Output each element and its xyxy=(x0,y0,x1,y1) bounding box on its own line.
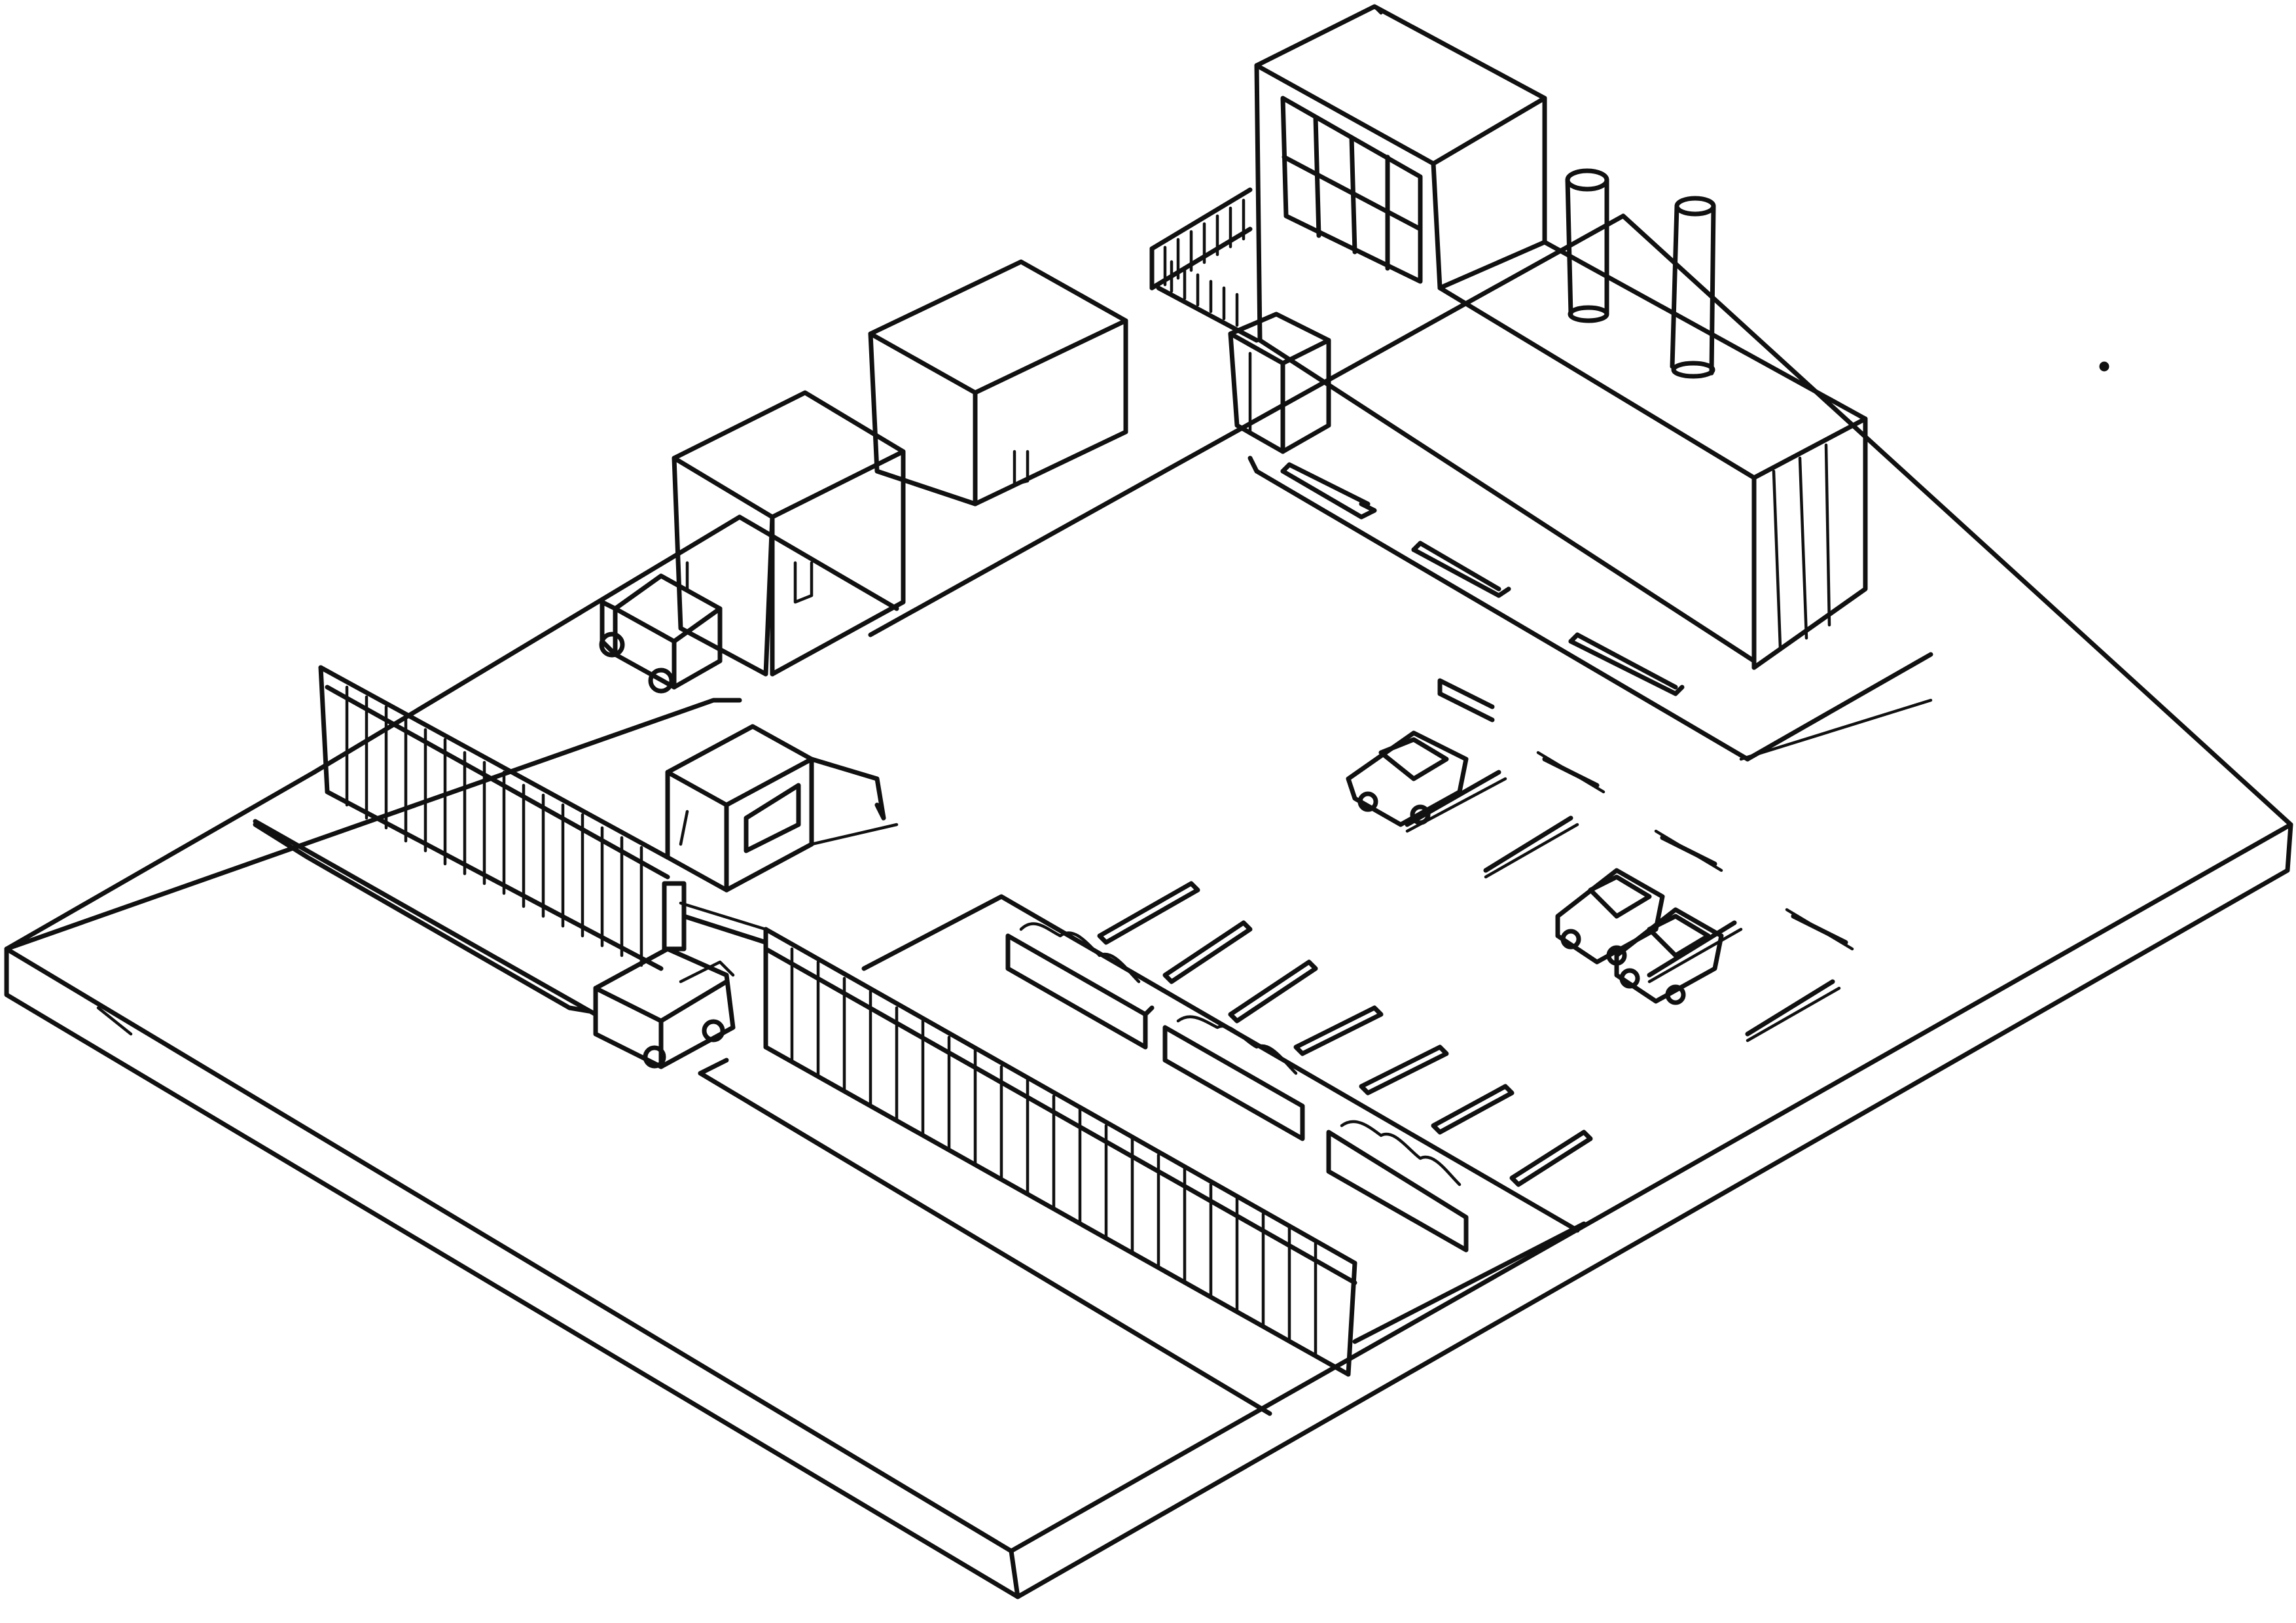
fence-front xyxy=(763,927,1357,1377)
fence-back xyxy=(1149,187,1259,343)
car-parked-1 xyxy=(1346,730,1469,827)
planter-2 xyxy=(1162,1015,1305,1141)
access-road xyxy=(4,770,1587,1416)
planter-3 xyxy=(1326,1120,1469,1253)
car-parked-3 xyxy=(1614,907,1724,1005)
van-yard xyxy=(599,573,723,694)
storage-building-left xyxy=(672,390,906,677)
van-at-gate xyxy=(593,946,736,1069)
parking-stalls-center xyxy=(1097,881,1593,1187)
storage-building-right xyxy=(868,259,1128,507)
factory-forecourt xyxy=(1247,455,1933,762)
ink-dot xyxy=(2099,361,2109,372)
gate-barrier xyxy=(662,881,768,952)
utility-box xyxy=(1228,312,1331,454)
site-base-slab xyxy=(4,213,2293,1599)
planter-1 xyxy=(1005,922,1155,1050)
gatehouse xyxy=(665,724,899,893)
car-parked-2 xyxy=(1555,868,1665,966)
factory-building xyxy=(1254,4,1868,670)
fence-left xyxy=(318,665,670,971)
